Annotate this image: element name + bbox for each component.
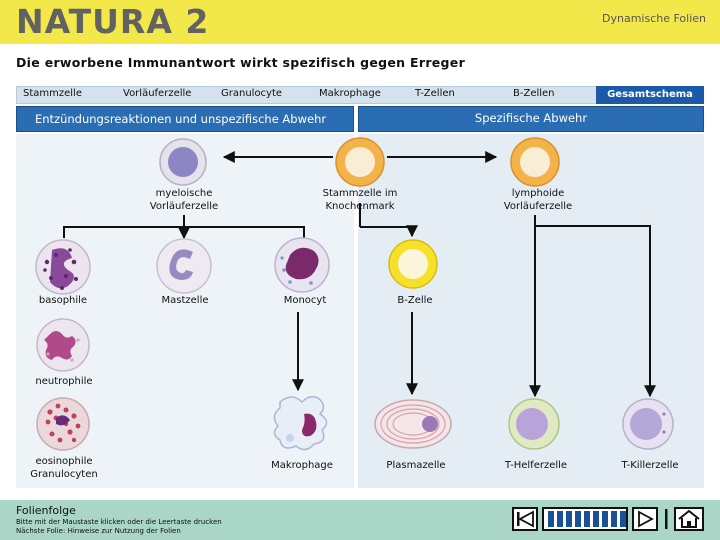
first-slide-button[interactable] <box>512 507 538 531</box>
arrow-lymphoid-to-tkiller <box>535 225 656 398</box>
label-t-killer: T-Killerzelle <box>621 460 679 471</box>
series-label: Dynamische Folien <box>602 12 706 25</box>
lymphoid-progenitor-cell <box>510 137 560 187</box>
skip-first-icon <box>517 510 534 528</box>
next-icon <box>638 510 654 528</box>
natura-logo: NATURA 2 <box>16 2 210 41</box>
label-neutrophil: neutrophile <box>35 376 93 387</box>
footer-instruction: Bitte mit der Maustaste klicken oder die… <box>16 518 222 526</box>
eosinophil-cell <box>36 397 90 451</box>
label-macrophage: Makrophage <box>271 460 333 471</box>
label-b-cell: B-Zelle <box>397 295 433 306</box>
home-button[interactable] <box>674 507 704 531</box>
label-myeloid: myeloische Vorläuferzelle <box>149 188 219 212</box>
label-lymphoid: lymphoide Vorläuferzelle <box>503 188 573 212</box>
stem-cell <box>335 137 385 187</box>
basophil-cell <box>35 239 91 295</box>
monocyte-cell <box>274 237 330 293</box>
page-title: Die erworbene Immunantwort wirkt spezifi… <box>16 55 466 70</box>
b-cell <box>388 239 438 289</box>
last-slide-button[interactable] <box>662 507 670 531</box>
label-mast-cell: Mastzelle <box>161 295 209 306</box>
nav-item-b-zellen[interactable]: B-Zellen <box>513 88 555 99</box>
header-bar: NATURA 2 Dynamische Folien <box>0 0 720 44</box>
next-slide-button[interactable] <box>632 507 658 531</box>
myeloid-progenitor-cell <box>159 138 207 186</box>
lineage-arrows <box>63 151 656 398</box>
section-label-unspecific: Entzündungsreaktionen und unspezifische … <box>35 112 327 126</box>
t-killer-cell <box>622 398 674 450</box>
skip-last-icon <box>665 509 668 529</box>
footer-next-slide: Nächste Folie: Hinweise zur Nutzung der … <box>16 527 181 535</box>
label-t-helper: T-Helferzelle <box>504 460 568 471</box>
myeloid-branch-line <box>63 226 305 238</box>
plasma-cell <box>374 399 452 449</box>
label-eosinophil: eosinophile Granulocyten <box>30 456 98 480</box>
footer-title: Folienfolge <box>16 504 76 517</box>
macrophage-cell <box>273 395 328 451</box>
footer-bar: Folienfolge Bitte mit der Maustaste klic… <box>0 500 720 540</box>
nav-bar: Stammzelle Vorläuferzelle Granulocyte Ma… <box>16 86 704 104</box>
slide-progress-strip[interactable] <box>542 507 628 531</box>
overview-button[interactable]: Gesamtschema <box>596 86 704 104</box>
section-header-unspecific: Entzündungsreaktionen und unspezifische … <box>16 106 354 132</box>
section-header-specific: Spezifische Abwehr <box>358 106 704 132</box>
label-monocyte: Monocyt <box>283 295 327 306</box>
neutrophil-cell <box>36 318 90 372</box>
nav-item-granulocyte[interactable]: Granulocyte <box>221 88 283 99</box>
section-label-specific: Spezifische Abwehr <box>474 111 588 125</box>
label-stem-cell: Stammzelle im Knochenmark <box>322 188 398 212</box>
mast-cell <box>156 238 212 294</box>
nav-item-vorlaeuferzelle[interactable]: Vorläuferzelle <box>123 88 192 99</box>
home-icon <box>678 509 700 528</box>
nav-item-t-zellen[interactable]: T-Zellen <box>415 88 455 99</box>
nav-item-makrophage[interactable]: Makrophage <box>319 88 381 99</box>
nav-item-stammzelle[interactable]: Stammzelle <box>23 88 82 99</box>
t-helper-cell <box>508 398 560 450</box>
label-plasma-cell: Plasmazelle <box>386 460 446 471</box>
label-basophil: basophile <box>38 295 88 306</box>
